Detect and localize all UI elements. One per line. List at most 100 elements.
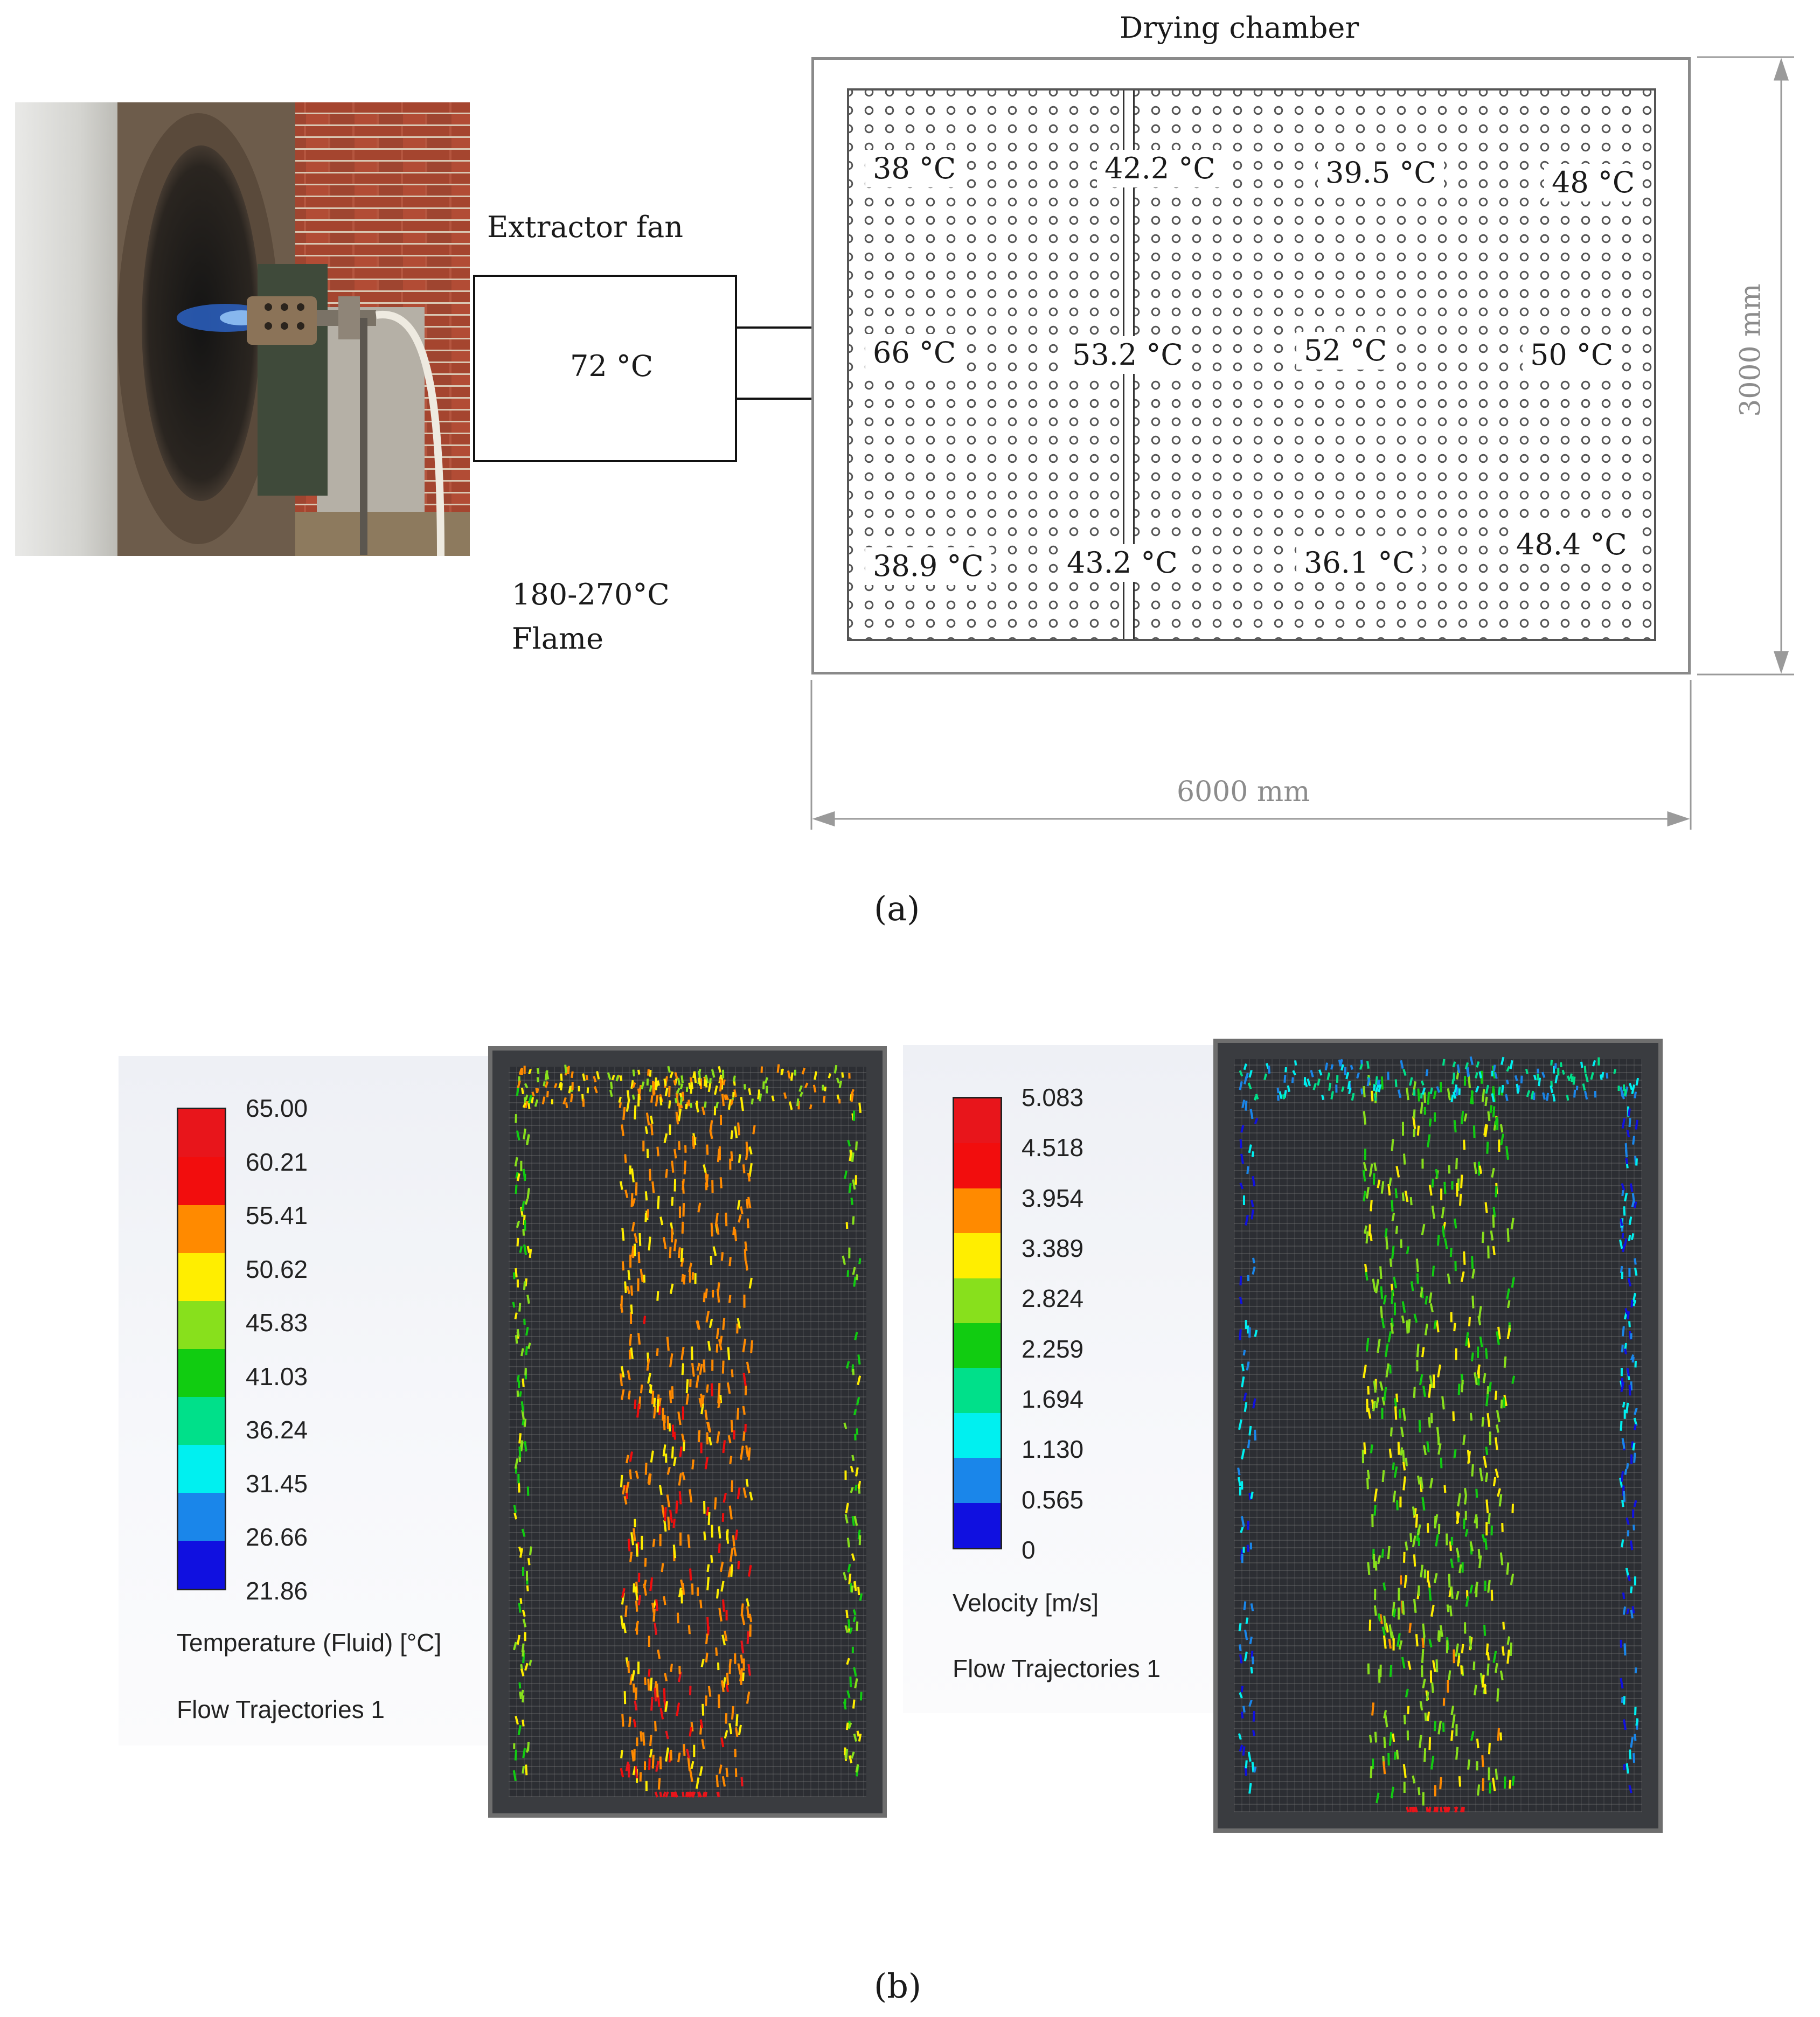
flow-arrow (635, 1620, 639, 1631)
flow-arrow (1401, 1301, 1406, 1313)
flow-arrow (762, 1081, 765, 1090)
flow-arrow (1461, 1806, 1464, 1813)
flow-arrow (1454, 1806, 1458, 1813)
flow-arrow (1414, 1806, 1418, 1813)
flow-arrow (1408, 1623, 1412, 1633)
flow-arrow (1453, 1323, 1456, 1332)
flame-label: Flame (512, 622, 604, 656)
flow-arrow (625, 1482, 630, 1493)
flow-arrow (1457, 1493, 1461, 1507)
flow-arrow (734, 1768, 738, 1777)
flow-arrow (1373, 1380, 1377, 1393)
flow-arrow (1631, 1084, 1636, 1095)
flow-arrow (700, 1402, 705, 1415)
flow-arrow (1483, 1456, 1488, 1468)
flow-arrow (1420, 1477, 1424, 1489)
temperature-legend-title: Temperature (Fluid) [°C] (177, 1629, 442, 1657)
flow-arrow (856, 1730, 860, 1737)
flow-arrow (1624, 1143, 1628, 1153)
tick-label: 55.41 (246, 1201, 308, 1230)
flow-arrow (1499, 1552, 1504, 1566)
flow-arrow (1415, 1634, 1419, 1647)
flow-arrow (1628, 1321, 1631, 1327)
flow-arrow (1245, 1760, 1248, 1769)
flow-arrow (659, 1791, 663, 1798)
flow-arrow (637, 1094, 640, 1107)
color-band (178, 1397, 225, 1445)
flow-arrow (611, 1075, 615, 1081)
flow-arrow (1452, 1091, 1457, 1099)
flow-arrow (516, 1329, 520, 1337)
flow-arrow (1406, 1806, 1409, 1813)
flow-arrow (650, 1123, 654, 1136)
flow-arrow (1429, 1087, 1433, 1095)
flow-arrow (1469, 1636, 1472, 1650)
flow-arrow (1632, 1442, 1636, 1451)
flow-arrow (687, 1625, 691, 1635)
flow-arrow (1464, 1062, 1469, 1069)
flow-arrow (632, 1069, 635, 1077)
flow-arrow (1635, 1077, 1640, 1086)
flow-arrow (637, 1333, 641, 1345)
color-band (178, 1253, 225, 1301)
flow-arrow (622, 1107, 626, 1121)
flow-arrow (1432, 1265, 1435, 1277)
flow-arrow (721, 1513, 725, 1522)
flow-arrow (1241, 1449, 1245, 1460)
flow-arrow (622, 1485, 626, 1495)
flow-arrow (1443, 1181, 1447, 1194)
flow-arrow (1373, 1093, 1377, 1101)
flow-arrow (718, 1339, 723, 1351)
flow-arrow (850, 1198, 853, 1205)
flow-arrow (649, 1749, 653, 1758)
flow-arrow (1459, 1194, 1462, 1206)
flow-arrow (1379, 1381, 1384, 1391)
flow-arrow (672, 1544, 677, 1559)
flow-arrow (1417, 1524, 1421, 1535)
flow-arrow (1625, 1402, 1629, 1414)
flow-arrow (543, 1081, 546, 1087)
flow-arrow (1448, 1574, 1451, 1588)
flow-arrow (647, 1069, 650, 1076)
flow-arrow (1364, 1263, 1368, 1272)
flow-arrow (716, 1588, 719, 1599)
flow-arrow (705, 1652, 708, 1663)
flow-arrow (1395, 1749, 1399, 1759)
flow-arrow (706, 1617, 710, 1631)
flow-arrow (853, 1515, 858, 1526)
flow-arrow (1492, 1206, 1496, 1218)
flow-arrow (663, 1078, 667, 1086)
flow-arrow (1307, 1078, 1311, 1087)
flow-arrow (1450, 1558, 1454, 1568)
flow-arrow (705, 1633, 708, 1644)
flow-arrow (721, 1776, 726, 1787)
flow-arrow (627, 1539, 631, 1552)
flow-arrow (626, 1098, 630, 1112)
flow-arrow (1443, 1485, 1447, 1493)
flow-arrow (1420, 1093, 1423, 1099)
flow-arrow (1495, 1768, 1498, 1780)
flow-arrow (717, 1400, 721, 1409)
flow-arrow (1425, 1069, 1429, 1076)
flow-arrow (690, 1761, 694, 1770)
flow-arrow (531, 1091, 535, 1097)
flow-arrow (654, 1687, 657, 1702)
flow-arrow (845, 1222, 849, 1229)
flow-arrow (1443, 1806, 1447, 1813)
flow-arrow (709, 1078, 712, 1084)
flow-arrow (675, 1111, 679, 1125)
flow-arrow (523, 1244, 527, 1255)
flow-arrow (1447, 1088, 1451, 1101)
flow-arrow (720, 1680, 725, 1693)
flow-arrow (1387, 1331, 1392, 1343)
flow-arrow (1625, 1158, 1629, 1165)
flow-arrow (1373, 1605, 1377, 1616)
flow-arrow (1569, 1073, 1573, 1079)
flow-arrow (1243, 1392, 1247, 1401)
flow-arrow (852, 1609, 857, 1616)
flow-arrow (1490, 1230, 1494, 1241)
flow-arrow (1252, 1176, 1256, 1187)
temperature-legend-subtitle: Flow Trajectories 1 (177, 1695, 385, 1723)
flow-arrow (524, 1101, 528, 1109)
flow-arrow (726, 1531, 730, 1544)
